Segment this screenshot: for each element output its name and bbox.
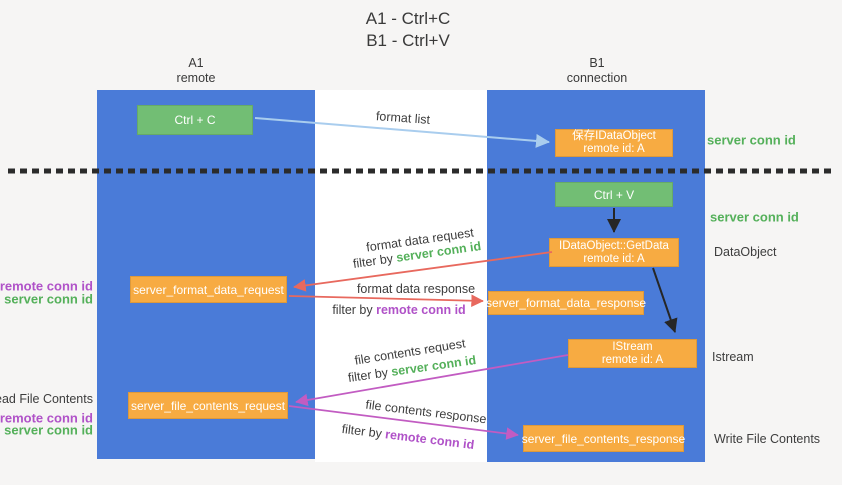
title-line-2: B1 - Ctrl+V	[366, 31, 450, 50]
read-file-contents-label: Read File Contents	[0, 392, 93, 406]
save-dataobject-line1: 保存IDataObject	[572, 130, 656, 142]
getdata-line2: remote id: A	[583, 252, 645, 265]
server-format-data-response-box: server_format_data_response	[485, 291, 647, 315]
server-file-contents-request-label: server_file_contents_request	[130, 398, 286, 413]
server-format-data-request-label: server_format_data_request	[133, 282, 284, 297]
lane-header-b1: B1 connection	[567, 56, 627, 86]
lane-b1-name: B1	[589, 56, 605, 70]
format-data-response-filter-label: filter by remote conn id	[332, 303, 465, 317]
diagram-title: A1 - Ctrl+C B1 - Ctrl+V	[366, 8, 451, 52]
istream-box: IStream remote id: A	[568, 339, 697, 368]
lane-a1-role: remote	[176, 71, 216, 85]
dataobject-label: DataObject	[714, 245, 777, 259]
remote-conn-id-label-top-left: remote conn id	[0, 278, 93, 294]
istream-side-label: Istream	[712, 350, 754, 364]
remote-conn-id-label-bottom-left: remote conn id	[0, 410, 93, 426]
server-conn-id-label-mid-right: server conn id	[710, 209, 799, 225]
server-format-data-response-label: server_format_data_response	[485, 296, 647, 310]
title-line-1: A1 - Ctrl+C	[365, 9, 451, 28]
ctrl-v-label: Ctrl + V	[593, 187, 635, 202]
remote-conn-id-key: remote conn id	[376, 303, 466, 317]
ctrl-c-box: Ctrl + C	[137, 105, 253, 135]
lane-b1-role: connection	[566, 71, 628, 85]
lane-a1-name: A1	[188, 56, 204, 70]
istream-line1: IStream	[612, 340, 653, 353]
format-data-response-label: format data response	[356, 282, 476, 296]
server-conn-id-label-bottom-left: server conn id	[4, 422, 93, 438]
save-dataobject-box: 保存IDataObject remote id: A	[555, 129, 673, 157]
server-file-contents-response-box: server_file_contents_response	[521, 425, 686, 452]
getdata-box: IDataObject::GetData remote id: A	[549, 238, 679, 267]
server-file-contents-request-box: server_file_contents_request	[128, 392, 288, 419]
server-file-contents-response-label: server_file_contents_response	[521, 431, 686, 446]
ctrl-v-box: Ctrl + V	[555, 182, 673, 207]
getdata-line1: IDataObject::GetData	[559, 239, 669, 252]
istream-line2: remote id: A	[601, 353, 664, 366]
save-dataobject-line2: remote id: A	[583, 143, 645, 155]
server-conn-id-label-top-left: server conn id	[4, 291, 93, 307]
lane-header-a1: A1 remote	[177, 56, 216, 86]
write-file-contents-label: Write File Contents	[714, 432, 821, 446]
server-format-data-request-box: server_format_data_request	[130, 276, 287, 303]
server-conn-id-label-top-right: server conn id	[707, 132, 796, 148]
filter-by-text: filter by	[332, 303, 377, 317]
ctrl-c-label: Ctrl + C	[174, 113, 216, 127]
